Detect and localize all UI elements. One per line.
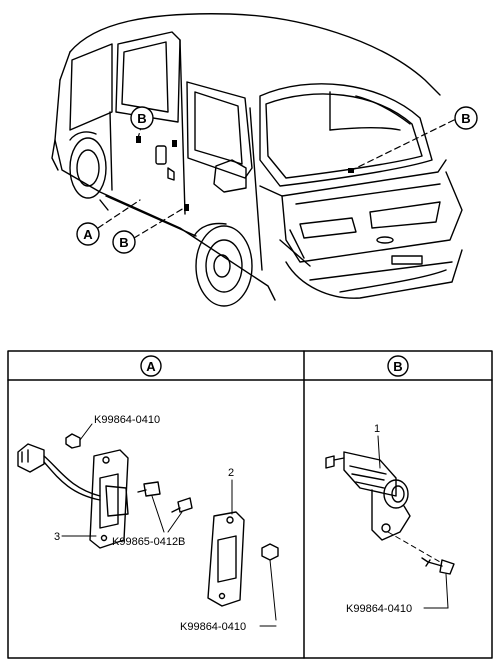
part-label-top: K99864-0410 [94,414,160,426]
part-label-mid: K99865-0412B [112,536,185,548]
door-switch-screw [421,557,455,575]
panel-b-header: B [387,355,409,377]
clip-screw-top [65,423,93,449]
panel-b: 1 K99864-0410 [325,423,455,615]
clip-screw-bottom [261,543,279,621]
panel-a: K99864-0410 K99865-0412B [17,414,279,633]
index-2: 2 [228,467,234,479]
harness-connector [17,443,101,501]
svg-text:B: B [393,359,402,374]
svg-text:A: A [146,359,156,374]
leader-lines [97,119,455,239]
svg-text:B: B [461,111,470,126]
part-label-bottom-b: K99864-0410 [346,603,412,615]
detail-table [7,350,493,659]
panel-a-header: A [140,355,162,377]
index-3: 3 [54,531,60,543]
svg-text:B: B [137,111,146,126]
callout-b-right: B [454,106,478,130]
part-label-bottom-a: K99864-0410 [180,621,246,633]
svg-text:A: A [83,227,93,242]
callout-b-bottom: B [112,230,136,254]
switch-cover [207,511,245,607]
screw-upper [137,481,161,497]
van-illustration [51,13,463,307]
index-1: 1 [374,423,380,435]
callout-a: A [76,222,100,246]
switch-base-plate [89,449,129,549]
screw-lower [171,497,193,513]
door-switch [325,451,411,541]
callout-b-left: B [130,106,154,130]
svg-text:B: B [119,235,128,250]
